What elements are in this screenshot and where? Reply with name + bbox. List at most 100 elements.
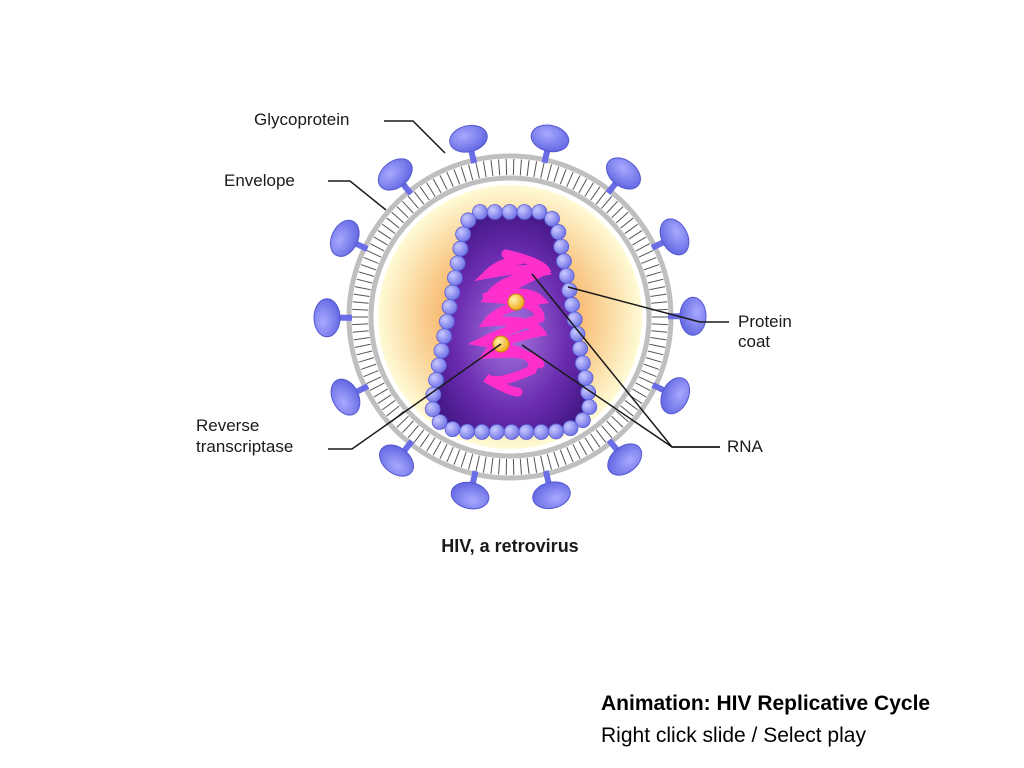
reverse-transcriptase-label-line2: transcriptase [196,437,294,456]
lipid-tail [635,243,651,252]
lipid-tail [601,425,613,439]
capsid-bead [433,342,450,359]
lipid-tail [369,382,385,391]
lipid-tail [426,437,436,452]
lipid-tail [413,429,425,443]
lipid-tail [566,446,574,463]
capsid-bead [569,326,586,342]
glycoprotein-spikes [313,124,707,510]
lipid-tail [651,330,668,333]
lipid-tail [553,166,560,183]
capsid-bead [447,269,463,286]
lipid-tail [468,164,474,181]
lipid-tail [490,160,494,177]
glycoprotein-icon [607,443,643,476]
lipid-tail [650,293,667,297]
glycoprotein-stalk [542,470,552,486]
lipid-tail [540,455,545,472]
lipid-tail [498,458,501,475]
lipid-tail [624,223,639,234]
capsid-bead [561,282,578,299]
glycoprotein-icon [449,124,488,153]
lipid-tail [446,446,454,463]
lipid-tail [373,236,388,246]
glycoprotein-label: Glycoprotein [254,110,350,129]
capsid-bead [577,369,594,386]
capsid-bead [455,226,472,243]
reverse-transcriptase-label-line1: Reverse [196,416,260,435]
glycoprotein-stalk [469,470,479,486]
lipid-tail [352,330,369,333]
glycoprotein-icon [530,124,570,153]
lipid-tail [649,343,666,348]
lipid-tail [566,171,574,188]
capsid-bead [503,424,520,440]
lipid-tail [553,451,560,468]
lipid-tail [620,217,634,229]
glycoprotein-icon [660,377,691,415]
lipid-tail [396,415,409,428]
lipid-tail [356,278,373,284]
lipid-tail [468,453,474,470]
glycoprotein-icon [313,298,341,338]
capsid-bead [441,299,458,315]
lipid-tail [546,164,552,181]
glycoprotein-icon [330,378,361,416]
lipid-tail [606,200,618,214]
glycoprotein-icon [377,158,413,191]
capsid-bead [533,424,550,440]
lipid-tail [419,433,430,448]
lipid-tail [490,457,494,474]
glycoprotein-icon [679,296,707,336]
capsid-bead [562,420,579,437]
lipid-tail [360,264,377,271]
lipid-tail [439,444,448,459]
capsid-bead [460,212,477,229]
lipid-tail [519,159,522,176]
lipid-tail [620,405,634,417]
lipid-tail [360,363,377,370]
lipid-tail [460,451,467,468]
capsid-bead [574,412,591,429]
capsid-bead [424,401,441,418]
lipid-tail [366,249,382,258]
lipid-tail [402,200,414,214]
lipid-tail [426,182,436,197]
capsid-bead [581,399,598,415]
capsid-bead [550,224,567,240]
lipid-tail [353,337,370,341]
lipid-tail [363,256,379,264]
lipid-tail [377,394,392,405]
capsid-bead [564,297,580,313]
capsid-bead [449,255,466,272]
lipid-tail [519,458,522,475]
lipid-tail [475,455,480,472]
lipid-tail [353,293,370,297]
lipid-tail [595,429,607,443]
lipid-tail [446,171,454,188]
capsid-bead [459,423,476,440]
capsid-bead [444,421,461,438]
envelope-label: Envelope [224,171,295,190]
lipid-tail [572,444,581,459]
envelope-leader [328,180,387,211]
rna-label: RNA [727,437,763,456]
lipid-tail [650,337,667,341]
lipid-tail [475,162,480,179]
envelope-membrane [346,153,674,481]
lipid-tail [432,178,442,194]
capsid-bead [574,355,591,372]
lipid-tail [407,425,419,439]
lipid-tail [381,223,396,234]
animation-title-link[interactable]: Animation: HIV Replicative Cycle [601,692,931,715]
lipid-tail [647,278,664,284]
lipid-tail [606,420,618,434]
lipid-tail [386,217,400,229]
lipid-tail [533,161,538,178]
lipid-tail [377,229,392,240]
lipid-tail [615,211,629,224]
capsid-bead [486,204,503,220]
lipid-tail [369,243,385,252]
capsid-bead [501,204,518,220]
lipid-tail [419,186,430,201]
